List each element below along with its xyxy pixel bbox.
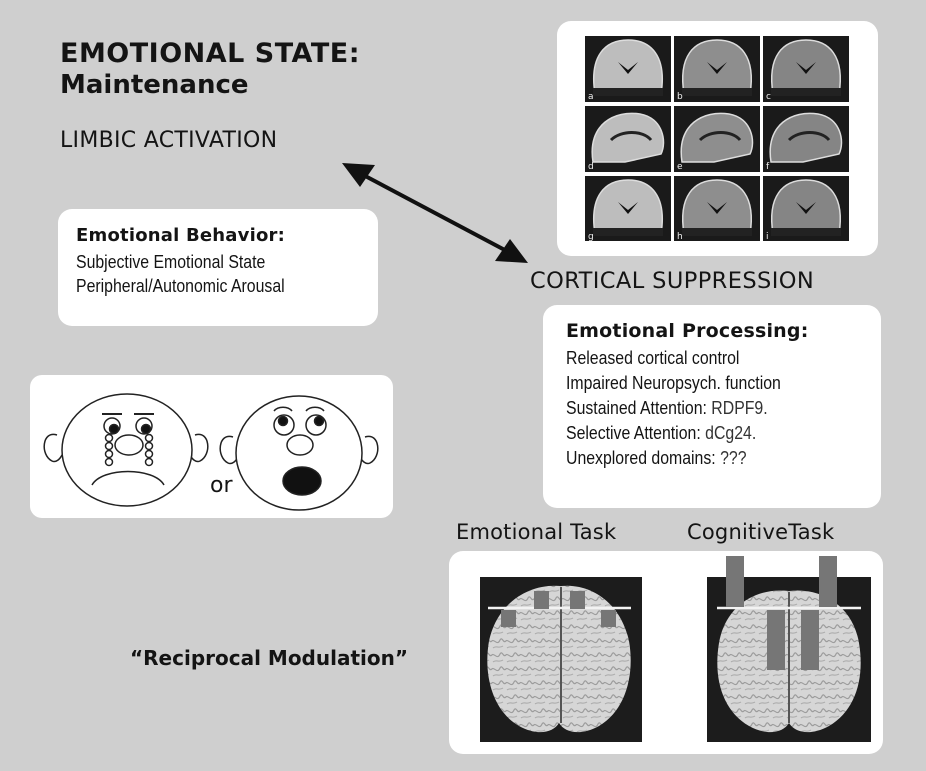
processing-line-text: Sustained Attention: RDPF9. <box>566 397 768 420</box>
mri-panel-card: a b c d e f g h i <box>557 21 878 256</box>
processing-line-label: Released cortical control <box>566 348 740 368</box>
surprised-face-icon <box>219 395 379 511</box>
mri-panel-letter: c <box>766 92 771 102</box>
processing-line: Impaired Neuropsych. function <box>566 372 810 395</box>
arrow-head-limbic <box>342 163 375 187</box>
behavior-heading: Emotional Behavior: <box>76 225 285 246</box>
mri-scan-c: c <box>763 36 849 102</box>
activation-region <box>726 556 744 607</box>
mri-panel-letter: d <box>588 162 594 172</box>
processing-heading: Emotional Processing: <box>566 320 809 342</box>
mri-panel-letter: a <box>588 92 594 102</box>
processing-line-label: Sustained Attention: <box>566 398 712 418</box>
cognitive-task-brain <box>707 556 871 742</box>
activation-region <box>570 591 585 609</box>
processing-line-text: Released cortical control <box>566 347 739 370</box>
processing-line: Selective Attention: dCg24. <box>566 422 782 445</box>
behavior-line: Subjective Emotional State <box>76 252 266 272</box>
processing-line-value: dCg24. <box>705 423 757 443</box>
activation-region <box>819 556 837 607</box>
reciprocal-modulation-label: “Reciprocal Modulation” <box>130 646 408 670</box>
activation-region <box>801 610 819 670</box>
mri-panel-letter: e <box>677 162 683 172</box>
or-connector-label: or <box>210 473 233 498</box>
activation-region <box>501 610 516 627</box>
emotional-task-label: Emotional Task <box>456 520 617 544</box>
activation-region <box>534 591 549 609</box>
emotional-behavior-box: Emotional Behavior: Subjective Emotional… <box>58 209 378 326</box>
faces-illustration <box>43 393 379 511</box>
brain-comparison-box <box>449 551 883 754</box>
mri-scan-a: a <box>585 36 671 102</box>
processing-line-label: Impaired Neuropsych. function <box>566 373 781 393</box>
activation-region <box>601 610 616 627</box>
mri-scan-e: e <box>674 106 760 172</box>
diagram-subtitle: Maintenance <box>60 70 249 100</box>
behavior-line: Peripheral/Autonomic Arousal <box>76 276 285 296</box>
sad-crying-face-icon <box>43 393 209 507</box>
faces-box: or <box>30 375 393 518</box>
processing-line-label: Unexplored domains: <box>566 448 721 468</box>
mri-scan-h: h <box>674 176 760 241</box>
brain-top-view <box>487 585 631 733</box>
mri-panel-letter: f <box>766 162 770 172</box>
mri-scan-b: b <box>674 36 760 102</box>
processing-line-value: RDPF9. <box>711 398 768 418</box>
activation-region <box>767 610 785 670</box>
emotional-task-brain <box>480 577 642 742</box>
double-arrow-icon <box>342 163 528 263</box>
mri-scan-d: d <box>585 106 671 172</box>
limbic-activation-label: LIMBIC ACTIVATION <box>60 128 278 153</box>
emotional-processing-box: Emotional Processing: Released cortical … <box>543 305 881 508</box>
mri-scan-f: f <box>763 106 849 172</box>
processing-line-text: Selective Attention: dCg24. <box>566 422 756 445</box>
arrow-head-cortical <box>495 239 528 263</box>
diagram-title: EMOTIONAL STATE: <box>60 38 361 69</box>
cortical-suppression-label: CORTICAL SUPPRESSION <box>530 268 815 294</box>
processing-line: Released cortical control <box>566 347 763 370</box>
brain-activation-illustration <box>480 556 871 742</box>
mri-panel-letter: g <box>588 232 594 241</box>
processing-line-label: Selective Attention: <box>566 423 706 443</box>
processing-line: Sustained Attention: RDPF9. <box>566 397 795 420</box>
processing-line-text: Unexplored domains: ??? <box>566 447 747 470</box>
mri-scan-g: g <box>585 176 671 241</box>
mri-scan-grid: a b c d e f g h i <box>585 36 849 241</box>
mri-scan-i: i <box>763 176 849 241</box>
cognitive-task-label: CognitiveTask <box>687 520 835 544</box>
mri-panel-letter: i <box>766 232 769 241</box>
processing-line-value: ??? <box>720 448 747 468</box>
processing-line-text: Impaired Neuropsych. function <box>566 372 781 395</box>
processing-line: Unexplored domains: ??? <box>566 447 771 470</box>
mri-panel-letter: b <box>677 92 683 102</box>
mri-panel-letter: h <box>677 232 683 241</box>
